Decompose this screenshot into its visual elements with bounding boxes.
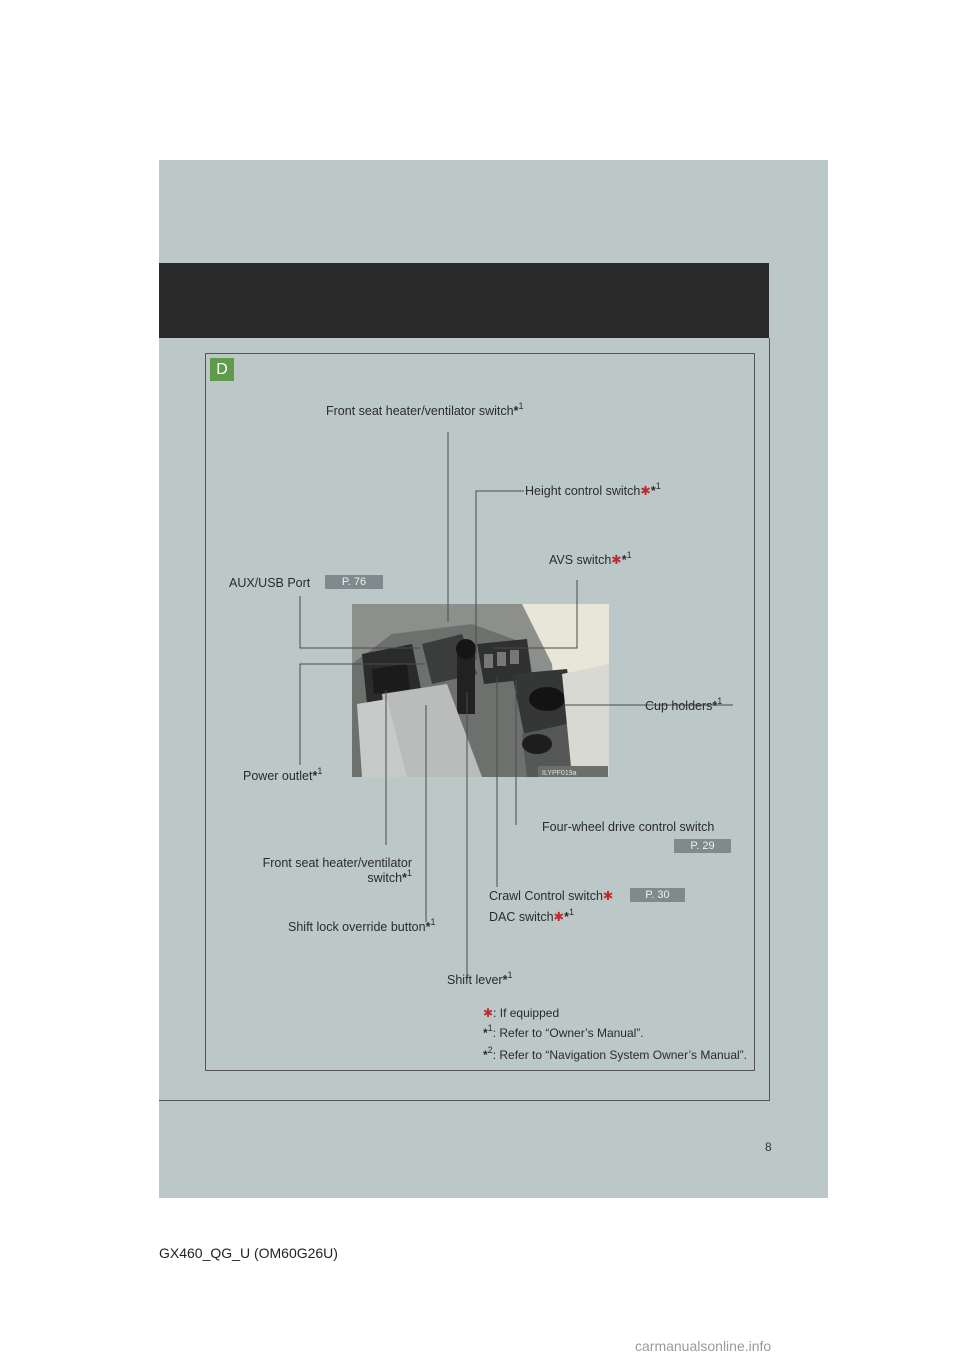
- label-height-control: Height control switch✱*1: [525, 481, 661, 499]
- panel-divider: [159, 1100, 770, 1101]
- equipped-asterisk-icon: ✱: [602, 889, 614, 903]
- equipped-asterisk-icon: ✱: [640, 484, 651, 498]
- equipped-asterisk-icon: ✱: [483, 1006, 494, 1020]
- section-frame: [205, 353, 755, 1071]
- label-front-seat-heater-bottom: Front seat heater/ventilator switch*1: [262, 856, 412, 885]
- equipped-asterisk-icon: ✱: [553, 910, 565, 924]
- page-ref-aux-usb[interactable]: P. 76: [325, 575, 383, 589]
- section-badge: D: [210, 358, 234, 381]
- legend-equipped: ✱: If equipped: [483, 1006, 560, 1020]
- console-photo: ILYPF019a: [352, 604, 609, 777]
- label-shift-lever: Shift lever*1: [447, 970, 513, 988]
- equipped-asterisk-icon: ✱: [611, 553, 622, 567]
- image-code: ILYPF019a: [542, 770, 577, 777]
- label-four-wheel: Four-wheel drive control switch: [542, 820, 715, 834]
- legend-note1: *1: Refer to “Owner’s Manual”.: [483, 1023, 644, 1041]
- label-power-outlet: Power outlet*1: [243, 766, 323, 784]
- page-ref-four-wheel[interactable]: P. 29: [674, 839, 731, 853]
- label-cup-holders: Cup holders*1: [645, 696, 723, 714]
- header-bar: [159, 263, 769, 338]
- label-front-seat-heater-top: Front seat heater/ventilator switch*1: [326, 401, 524, 419]
- label-shift-lock: Shift lock override button*1: [288, 917, 436, 935]
- label-aux-usb: AUX/USB Port: [229, 576, 311, 590]
- label-dac: DAC switch✱*1: [489, 907, 574, 925]
- label-avs: AVS switch✱*1: [549, 550, 632, 568]
- page-number: 8: [765, 1140, 772, 1154]
- document-code: GX460_QG_U (OM60G26U): [159, 1245, 338, 1261]
- legend-note2: *2: Refer to “Navigation System Owner’s …: [483, 1045, 748, 1063]
- panel-divider: [769, 338, 770, 1101]
- page-ref-crawl-control[interactable]: P. 30: [630, 888, 685, 902]
- label-crawl-control: Crawl Control switch✱: [489, 889, 614, 903]
- watermark: carmanualsonline.info: [635, 1338, 772, 1354]
